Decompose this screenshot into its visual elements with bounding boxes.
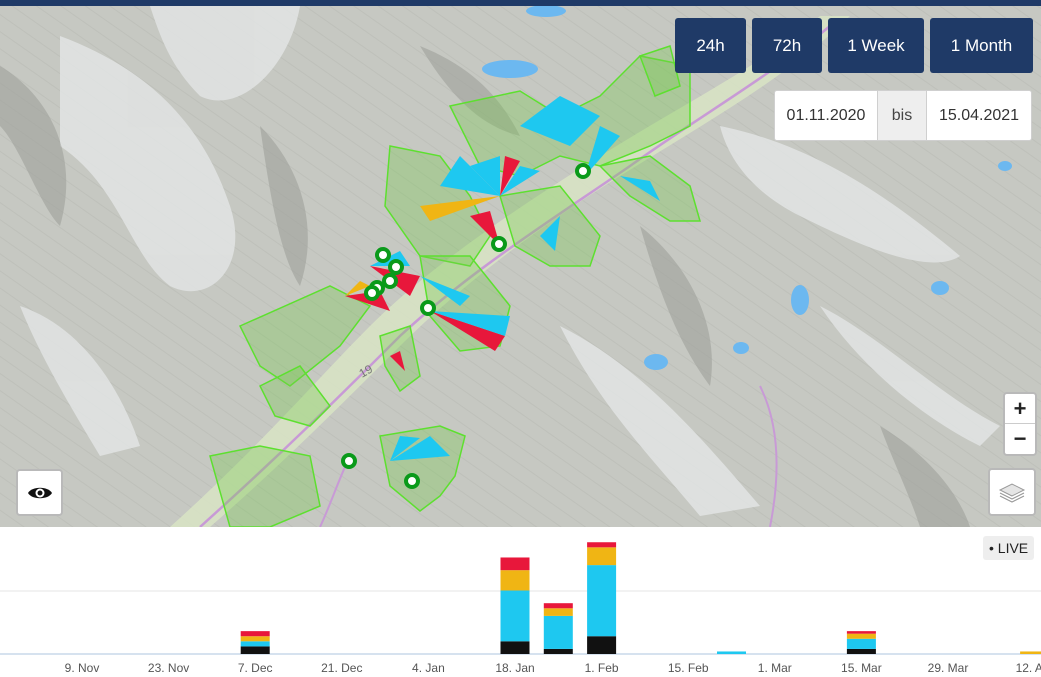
date-from-field[interactable]: 01.11.2020 <box>786 106 866 124</box>
x-tick-label: 15. Feb <box>668 661 709 675</box>
top-bar <box>0 0 1041 6</box>
date-to-field[interactable]: 15.04.2021 <box>938 106 1020 124</box>
chart-bars <box>240 542 1041 654</box>
bar-segment[interactable] <box>240 646 270 654</box>
station-marker <box>364 285 380 301</box>
zoom-in-button[interactable]: + <box>1005 394 1035 424</box>
eye-icon <box>27 487 52 498</box>
layers-icon <box>998 483 1026 503</box>
terrain-map[interactable]: 19 <box>0 6 1041 527</box>
bar-segment[interactable] <box>587 636 617 654</box>
station-marker <box>382 273 398 289</box>
zoom-control: + − <box>1003 392 1037 456</box>
bar-segment[interactable] <box>543 648 573 654</box>
bar-segment[interactable] <box>240 636 270 642</box>
range-1week-button[interactable]: 1 Week <box>828 18 924 73</box>
bar-segment[interactable] <box>717 651 746 654</box>
station-marker <box>420 300 436 316</box>
bar-segment[interactable] <box>846 631 876 634</box>
date-separator: bis <box>877 91 927 140</box>
border-line <box>759 385 778 527</box>
visibility-toggle-button[interactable] <box>16 469 63 516</box>
map-view[interactable]: 19 <box>0 6 1041 527</box>
bar-segment[interactable] <box>846 638 876 649</box>
bar-segment[interactable] <box>500 570 530 591</box>
chart-svg: 9. Nov 23. Nov 7. Dec 21. Dec 4. Jan 18. Jan 1… <box>0 542 1041 675</box>
range-1month-button[interactable]: 1 Month <box>930 18 1033 73</box>
station-markers[interactable] <box>341 163 591 489</box>
live-badge[interactable]: • LIVE <box>983 536 1035 560</box>
ridges <box>20 6 1000 516</box>
station-marker <box>491 236 507 252</box>
x-tick-label: 29. Mar <box>928 661 969 675</box>
valley-floor <box>170 16 850 527</box>
bar-segment[interactable] <box>543 615 573 649</box>
lakes <box>482 6 1012 370</box>
station-marker <box>404 473 420 489</box>
x-tick-label: 21. Dec <box>321 661 362 675</box>
x-tick-label: 1. Feb <box>585 661 619 675</box>
avalanche-fans[interactable] <box>345 96 660 461</box>
station-marker <box>388 259 404 275</box>
x-tick-label: 23. Nov <box>148 661 189 675</box>
bar-segment[interactable] <box>587 565 617 637</box>
bar-segment[interactable] <box>240 641 270 647</box>
x-tick-label: 12. Apr <box>1016 661 1041 675</box>
station-marker <box>341 453 357 469</box>
x-tick-label: 15. Mar <box>841 661 882 675</box>
x-tick-label: 18. Jan <box>495 661 534 675</box>
x-tick-label: 4. Jan <box>412 661 445 675</box>
road-number-label: 19 <box>357 362 376 381</box>
range-24h-button[interactable]: 24h <box>675 18 746 73</box>
shadows <box>0 46 970 527</box>
range-72h-button[interactable]: 72h <box>752 18 822 73</box>
layers-button[interactable] <box>988 468 1036 516</box>
station-marker <box>375 247 391 263</box>
bar-segment[interactable] <box>500 641 530 654</box>
bar-segment[interactable] <box>500 557 530 571</box>
x-tick-label: 9. Nov <box>65 661 100 675</box>
avalanche-timeline-chart: 9. Nov 23. Nov 7. Dec 21. Dec 4. Jan 18. Jan 1… <box>0 527 1041 677</box>
bar-segment[interactable] <box>543 603 573 609</box>
bar-segment[interactable] <box>846 648 876 654</box>
bar-segment[interactable] <box>500 590 530 642</box>
bar-segment[interactable] <box>543 608 573 616</box>
x-tick-labels: 9. Nov 23. Nov 7. Dec 21. Dec 4. Jan 18. Jan 1… <box>65 661 1041 675</box>
date-range: 01.11.2020 bis 15.04.2021 <box>774 90 1032 141</box>
station-marker <box>575 163 591 179</box>
bar-segment[interactable] <box>1020 651 1041 654</box>
bar-segment[interactable] <box>587 547 617 566</box>
zoom-out-button[interactable]: − <box>1013 426 1027 451</box>
bar-segment[interactable] <box>240 631 270 637</box>
x-tick-label: 7. Dec <box>238 661 273 675</box>
bar-segment[interactable] <box>846 633 876 639</box>
x-tick-label: 1. Mar <box>758 661 792 675</box>
main-road <box>199 25 831 527</box>
bar-segment[interactable] <box>587 542 617 548</box>
